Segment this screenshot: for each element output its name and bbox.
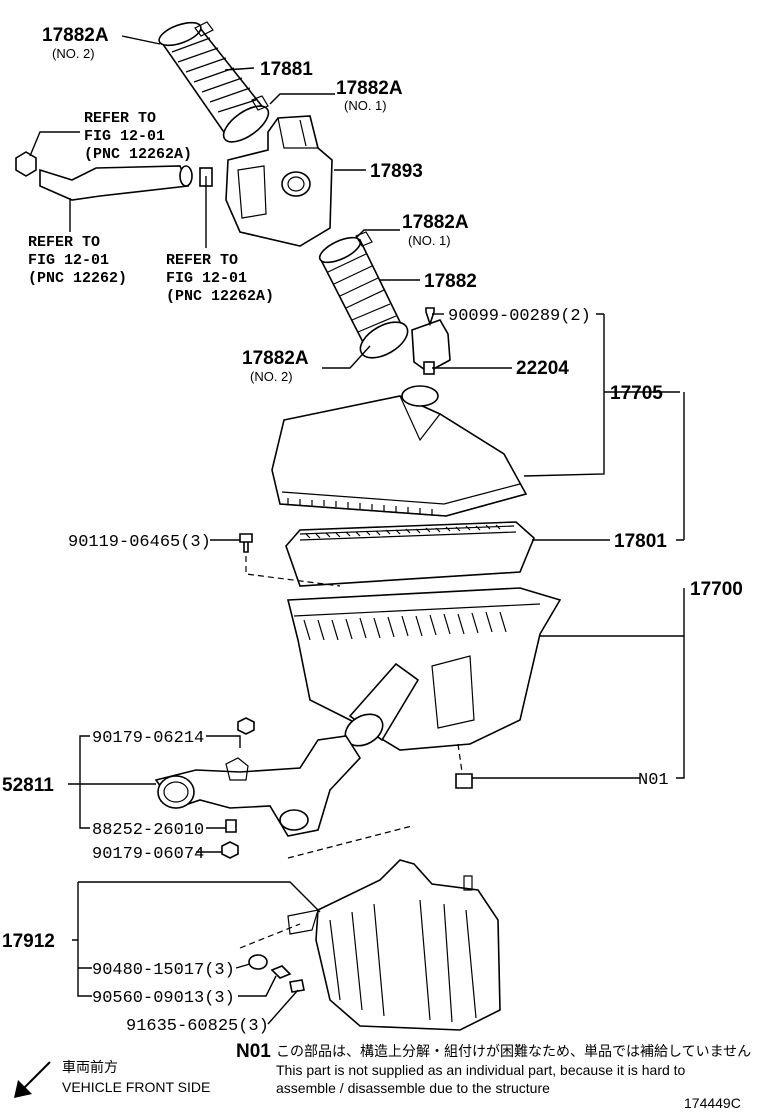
intake-hose-17882: [318, 236, 409, 359]
air-filter-17801: [285, 521, 535, 587]
label-17882A-3-sub: (NO. 1): [408, 233, 451, 248]
label-17893: 17893: [370, 161, 423, 182]
air-cleaner-case-17700: [286, 587, 562, 751]
bolt-90119: [239, 533, 253, 553]
leader-lines: [29, 35, 685, 1025]
nut-90179-06074: [221, 841, 239, 859]
clip-88252: [225, 819, 237, 833]
collar-90560: [270, 965, 292, 979]
intake-duct-52811: [154, 735, 362, 837]
ref1-line1: REFER TO: [84, 110, 156, 127]
label-17882A-2: 17882A: [336, 78, 403, 99]
label-17700: 17700: [690, 579, 743, 600]
label-N01: N01: [638, 771, 669, 790]
label-91635: 91635-60825(3): [126, 1017, 269, 1036]
pcv-hose: [39, 165, 193, 201]
label-17882A-top: 17882A: [42, 25, 109, 46]
hose-fitting-left: [15, 151, 37, 177]
label-88252: 88252-26010: [92, 821, 204, 840]
note-en-line1: This part is not supplied as an individu…: [276, 1062, 686, 1078]
ref1-line2: FIG 12-01: [84, 128, 165, 145]
ref2-line3: (PNC 12262): [28, 270, 127, 287]
grommet-N01: [455, 773, 473, 789]
grommet-90480: [248, 954, 268, 970]
label-90560: 90560-09013(3): [92, 989, 235, 1008]
ref2-line2: FIG 12-01: [28, 252, 109, 269]
clamp-17882A-no1-mid: [355, 231, 373, 247]
label-90179-06074: 90179-06074: [92, 845, 204, 864]
nut-90179-06214: [237, 717, 255, 735]
figure-id: 174449C: [684, 1095, 741, 1111]
dash-duct-grommet: [287, 825, 413, 859]
clamp-17882A-no1-upper: [251, 95, 269, 111]
dash-resonator-grommet: [239, 923, 301, 949]
front-side-en: VEHICLE FRONT SIDE: [62, 1079, 210, 1095]
screw-90099: [425, 307, 435, 327]
air-cleaner-cap-17705: [271, 385, 528, 517]
label-17882: 17882: [424, 271, 477, 292]
ref3-line3: (PNC 12262A): [166, 288, 274, 305]
note-code: N01: [236, 1041, 271, 1062]
maf-sensor-22204: [411, 319, 451, 375]
label-90179-06214: 90179-06214: [92, 729, 204, 748]
label-90099: 90099-00289(2): [448, 307, 591, 326]
label-17881: 17881: [260, 59, 313, 80]
ref2-line1: REFER TO: [28, 234, 100, 251]
label-22204: 22204: [516, 358, 569, 379]
clamp-17882A-top: [194, 21, 214, 37]
label-17882A-2-sub: (NO. 1): [344, 98, 387, 113]
label-17882A-3: 17882A: [402, 212, 469, 233]
label-90480: 90480-15017(3): [92, 961, 235, 980]
label-17801: 17801: [614, 531, 667, 552]
label-17882A-4-sub: (NO. 2): [250, 369, 293, 384]
label-17912: 17912: [2, 931, 55, 952]
ref1-line3: (PNC 12262A): [84, 146, 192, 163]
label-17705: 17705: [610, 383, 663, 404]
dash-filter-bolt: [245, 556, 341, 587]
label-90119: 90119-06465(3): [68, 533, 211, 552]
resonator-17893: [225, 115, 333, 247]
ref3-line1: REFER TO: [166, 252, 238, 269]
front-side-jp: 車両前方: [62, 1059, 118, 1075]
ref3-line2: FIG 12-01: [166, 270, 247, 287]
dash-resonator-case: [457, 743, 463, 773]
resonator-17912: [287, 859, 501, 1031]
label-17882A-4: 17882A: [242, 348, 309, 369]
front-arrow-icon: [14, 1061, 51, 1098]
note-en-line2: assemble / disassemble due to the struct…: [276, 1080, 550, 1096]
label-52811: 52811: [2, 775, 54, 796]
bolt-91635: [289, 979, 305, 993]
intake-hose-17881: [158, 21, 270, 143]
label-17882A-top-sub: (NO. 2): [52, 46, 95, 61]
note-jp: この部品は、構造上分解・組付けが困難なため、単品では補給していません: [276, 1043, 751, 1059]
